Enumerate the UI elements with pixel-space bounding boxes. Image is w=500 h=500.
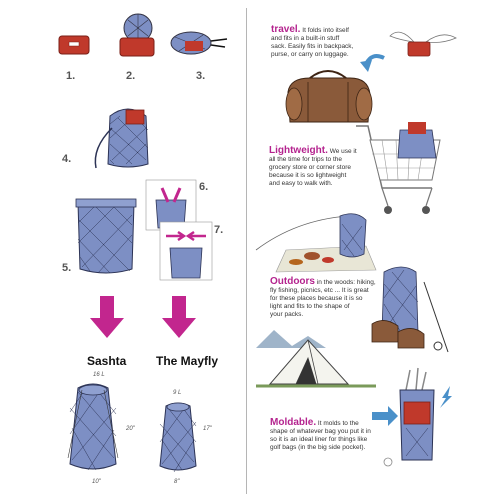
section-line: and fits in a built-in stuff: [271, 35, 340, 42]
section-moldable: Moldable. It molds to the shape of whate…: [270, 417, 410, 452]
section-line: sack. Easily fits in backpack,: [271, 43, 354, 50]
section-outdoors: Outdoors in the woods: hiking, fly fishi…: [270, 276, 405, 319]
section-line: for these places because it is so: [270, 295, 363, 302]
section-line: all the time for trips to the: [269, 156, 342, 163]
section-heading: Moldable.: [270, 417, 317, 428]
section-line: so it is an ideal liner for things like: [270, 436, 368, 443]
step-number: 2.: [126, 70, 136, 82]
section-travel: travel. It folds into itself and fits in…: [271, 24, 436, 59]
section-heading: Outdoors: [270, 276, 315, 287]
product-name-mayfly: The Mayfly: [156, 354, 219, 368]
sashta-height: 20": [126, 426, 135, 432]
step-number: 4.: [62, 153, 72, 165]
section-line: purse, or carry on luggage.: [271, 51, 349, 58]
center-divider: [246, 8, 247, 494]
step-number: 7.: [214, 224, 224, 236]
section-heading: travel.: [271, 24, 301, 35]
step-number: 1.: [66, 70, 76, 82]
mayfly-capacity: 9 L: [173, 390, 182, 396]
section-line: golf bags (in the big side pocket).: [270, 444, 366, 451]
product-name-sashta: Sashta: [87, 354, 127, 368]
section-line: and easy to walk with.: [269, 180, 333, 187]
mayfly-height: 17": [203, 426, 212, 432]
sashta-capacity: 16 L: [93, 372, 105, 378]
section-line: your packs.: [270, 311, 304, 318]
mayfly-width: 8": [174, 479, 180, 485]
section-lightweight: Lightweight. We use it all the time for …: [269, 145, 399, 188]
section-line: fly fishing, picnics, etc ... It is grea…: [270, 287, 369, 294]
section-line: light and fits to the shape of: [270, 303, 350, 310]
section-line1: in the woods: hiking,: [315, 279, 376, 286]
section-line1: It folds into itself: [300, 27, 349, 34]
step-number: 6.: [199, 181, 209, 193]
section-line1: It molds to the: [316, 420, 359, 427]
section-line1: We use it: [327, 148, 357, 155]
section-heading: Lightweight.: [269, 145, 328, 156]
section-line: because it is so lightweight: [269, 172, 347, 179]
step-number: 3.: [196, 70, 206, 82]
section-line: grocery store or corner store: [269, 164, 352, 171]
sashta-width: 10": [92, 479, 101, 485]
step-number: 5.: [62, 262, 72, 274]
section-line: shape of whatever bag you put it in: [270, 428, 371, 435]
